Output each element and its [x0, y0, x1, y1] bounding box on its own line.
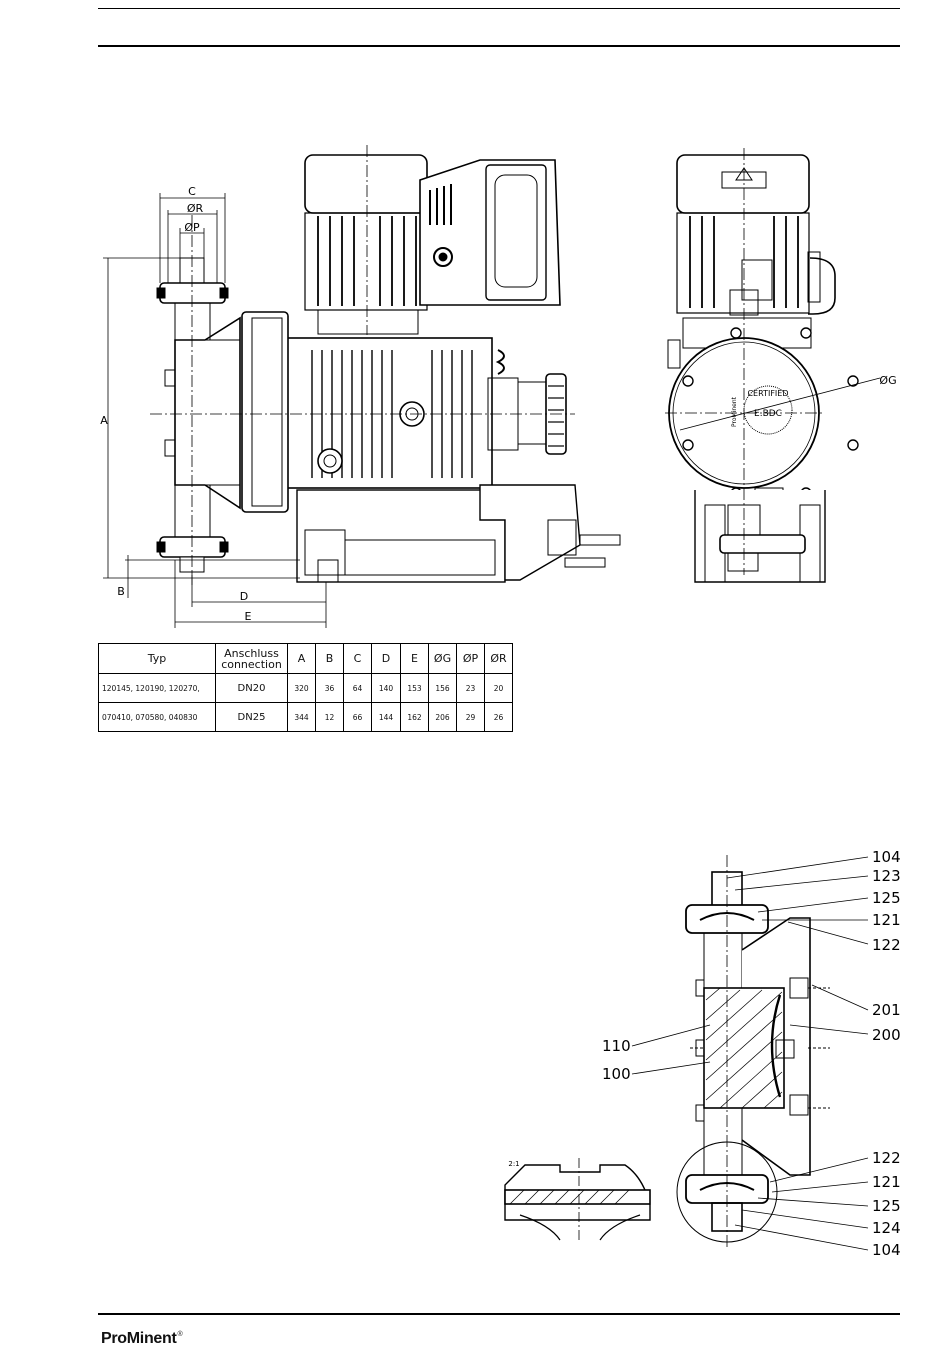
part-number-121-bottom: 121 — [872, 1173, 901, 1191]
cell-a: 344 — [288, 703, 316, 732]
part-number-100: 100 — [602, 1065, 631, 1083]
logo-registered-mark: ® — [178, 1331, 183, 1338]
header-p: ØP — [457, 644, 485, 674]
header-b: B — [316, 644, 344, 674]
cell-r: 20 — [485, 674, 513, 703]
cell-typ: 120145, 120190, 120270, — [99, 674, 216, 703]
plate-certified-text: CERTIFIED — [747, 389, 788, 398]
header-a: A — [288, 644, 316, 674]
detail-scale-label: 2:1 — [508, 1160, 519, 1168]
cell-d: 140 — [372, 674, 401, 703]
cell-b: 12 — [316, 703, 344, 732]
cell-c: 64 — [344, 674, 372, 703]
part-number-122-top: 122 — [872, 936, 901, 954]
dim-label-e: E — [245, 610, 252, 623]
prominent-logo: ProMinent® — [101, 1330, 182, 1348]
side-view-pump — [103, 145, 620, 628]
front-view-pump — [665, 148, 880, 582]
cell-g: 156 — [429, 674, 457, 703]
header-g: ØG — [429, 644, 457, 674]
cell-p: 29 — [457, 703, 485, 732]
part-number-201: 201 — [872, 1001, 901, 1019]
cell-b: 36 — [316, 674, 344, 703]
part-number-123: 123 — [872, 867, 901, 885]
dim-label-d: D — [240, 590, 248, 603]
dim-label-g: ØG — [879, 374, 896, 387]
cell-e: 153 — [401, 674, 429, 703]
cell-d: 144 — [372, 703, 401, 732]
part-number-104-top: 104 — [872, 848, 901, 866]
header-d: D — [372, 644, 401, 674]
cell-r: 26 — [485, 703, 513, 732]
cell-e: 162 — [401, 703, 429, 732]
cell-a: 320 — [288, 674, 316, 703]
table-row: 070410, 070580, 040830 DN25 344 12 66 14… — [99, 703, 513, 732]
dim-label-p: ØP — [184, 221, 200, 234]
header-r: ØR — [485, 644, 513, 674]
dim-label-a: A — [100, 414, 108, 427]
part-number-200: 200 — [872, 1026, 901, 1044]
dim-label-r: ØR — [187, 202, 204, 215]
header-c: C — [344, 644, 372, 674]
section-view-head — [632, 855, 868, 1250]
detail-view-valve — [505, 1158, 650, 1240]
part-number-121-top: 121 — [872, 911, 901, 929]
logo-pro: Pro — [101, 1330, 127, 1347]
part-number-122-bottom: 122 — [872, 1149, 901, 1167]
cell-p: 23 — [457, 674, 485, 703]
cell-connection: DN20 — [216, 674, 288, 703]
cell-g: 206 — [429, 703, 457, 732]
header-typ: Typ — [99, 644, 216, 674]
dim-label-b: B — [117, 585, 125, 598]
table-row: 120145, 120190, 120270, DN20 320 36 64 1… — [99, 674, 513, 703]
cell-c: 66 — [344, 703, 372, 732]
header-e: E — [401, 644, 429, 674]
part-number-125-bottom: 125 — [872, 1197, 901, 1215]
plate-mark-text: E.BDC — [754, 409, 782, 419]
cell-typ: 070410, 070580, 040830 — [99, 703, 216, 732]
plate-brand-text: ProMinent — [731, 396, 738, 427]
part-number-124: 124 — [872, 1219, 901, 1237]
part-number-110: 110 — [602, 1037, 631, 1055]
part-number-125-top: 125 — [872, 889, 901, 907]
part-number-104-bottom: 104 — [872, 1241, 901, 1259]
dim-label-c: C — [188, 185, 196, 198]
logo-minent: Minent — [127, 1330, 177, 1347]
cell-connection: DN25 — [216, 703, 288, 732]
